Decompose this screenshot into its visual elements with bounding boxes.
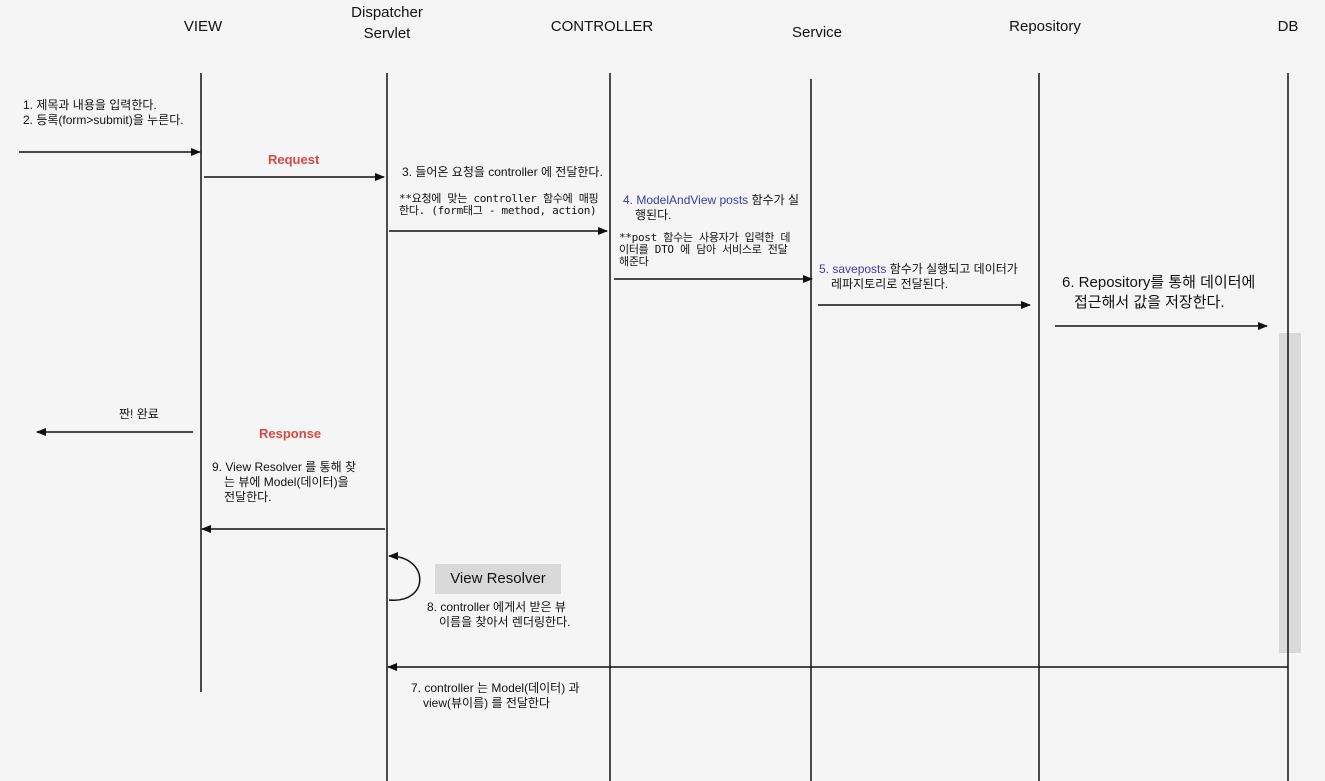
step-3-note-line1: **요청에 맞는 controller 함수에 매핑 xyxy=(399,192,599,205)
header-dispatcher-line2: Servlet xyxy=(363,25,411,42)
step-5-line2: 레파지토리로 전달된다. xyxy=(831,277,949,291)
step-7-line1: 7. controller 는 Model(데이터) 과 xyxy=(411,681,580,695)
db-activation-bar xyxy=(1279,333,1301,653)
step-1-text: 1. 제목과 내용을 입력한다. xyxy=(23,98,157,112)
step-7-line2: view(뷰이름) 를 전달한다 xyxy=(423,696,550,710)
step-9-line2: 는 뷰에 Model(데이터)을 xyxy=(224,475,349,489)
step-3-mapping-note: **요청에 맞는 controller 함수에 매핑 한다. (form태그 -… xyxy=(399,192,599,217)
response-label: Response xyxy=(259,426,322,441)
step-8-line2: 이름을 찾아서 렌더링한다. xyxy=(439,615,571,629)
step-3-note-line2: 한다. (form태그 - method, action) xyxy=(399,204,597,217)
header-repository: Repository xyxy=(1009,18,1081,35)
step-4-note-line1: **post 함수는 사용자가 입력한 데 xyxy=(619,231,791,244)
arrow-self-call-loop xyxy=(388,552,421,601)
header-service: Service xyxy=(791,24,843,41)
step-4-rest: 함수가 실 xyxy=(748,193,800,207)
step-8-text: 8. controller 에게서 받은 뷰 이름을 찾아서 렌더링한다. xyxy=(427,600,570,630)
step-6-text: 6. Repository를 통해 데이터에 접근해서 값을 저장한다. xyxy=(1062,273,1255,313)
done-text: 짠! 완료 xyxy=(119,407,159,421)
step-4-highlight: 4. ModelAndView posts xyxy=(623,193,749,207)
step-3-text: 3. 들어온 요청을 controller 에 전달한다. xyxy=(402,165,603,179)
header-db: DB xyxy=(1277,18,1299,35)
step-5-text: 5. saveposts 함수가 실행되고 데이터가 레파지토리로 전달된다. xyxy=(819,262,1018,292)
step-1-2-note: 1. 제목과 내용을 입력한다. 2. 등록(form>submit)을 누른다… xyxy=(23,98,184,128)
step-7-text: 7. controller 는 Model(데이터) 과 view(뷰이름) 를… xyxy=(411,681,580,711)
step-9-line1: 9. View Resolver 를 통해 찾 xyxy=(212,460,356,474)
step-6-line2: 접근해서 값을 저장한다. xyxy=(1074,294,1225,311)
step-4-line2: 행된다. xyxy=(635,208,672,222)
step-6-line1: 6. Repository를 통해 데이터에 xyxy=(1062,274,1256,291)
step-4-text: 4. ModelAndView posts 함수가 실 행된다. xyxy=(623,193,799,223)
request-label: Request xyxy=(268,152,320,167)
step-8-line1: 8. controller 에게서 받은 뷰 xyxy=(427,600,566,614)
header-controller: CONTROLLER xyxy=(550,18,654,35)
step-5-highlight: 5. saveposts xyxy=(819,262,887,276)
view-resolver-box: View Resolver xyxy=(435,564,561,594)
step-4-note-line2: 이터를 DTO 에 담아 서비스로 전달 xyxy=(619,243,788,256)
step-9-text: 9. View Resolver 를 통해 찾 는 뷰에 Model(데이터)을… xyxy=(212,460,356,505)
step-2-text: 2. 등록(form>submit)을 누른다. xyxy=(23,113,184,127)
step-4-note-line3: 해준다 xyxy=(619,255,649,268)
step-5-rest: 함수가 실행되고 데이터가 xyxy=(886,262,1018,276)
step-9-line3: 전달한다. xyxy=(224,490,272,504)
header-dispatcher-servlet: Dispatcher Servlet xyxy=(351,2,423,44)
step-4-post-note: **post 함수는 사용자가 입력한 데 이터를 DTO 에 담아 서비스로 … xyxy=(619,231,791,268)
header-dispatcher-line1: Dispatcher xyxy=(351,4,423,21)
header-view: VIEW xyxy=(183,18,223,35)
